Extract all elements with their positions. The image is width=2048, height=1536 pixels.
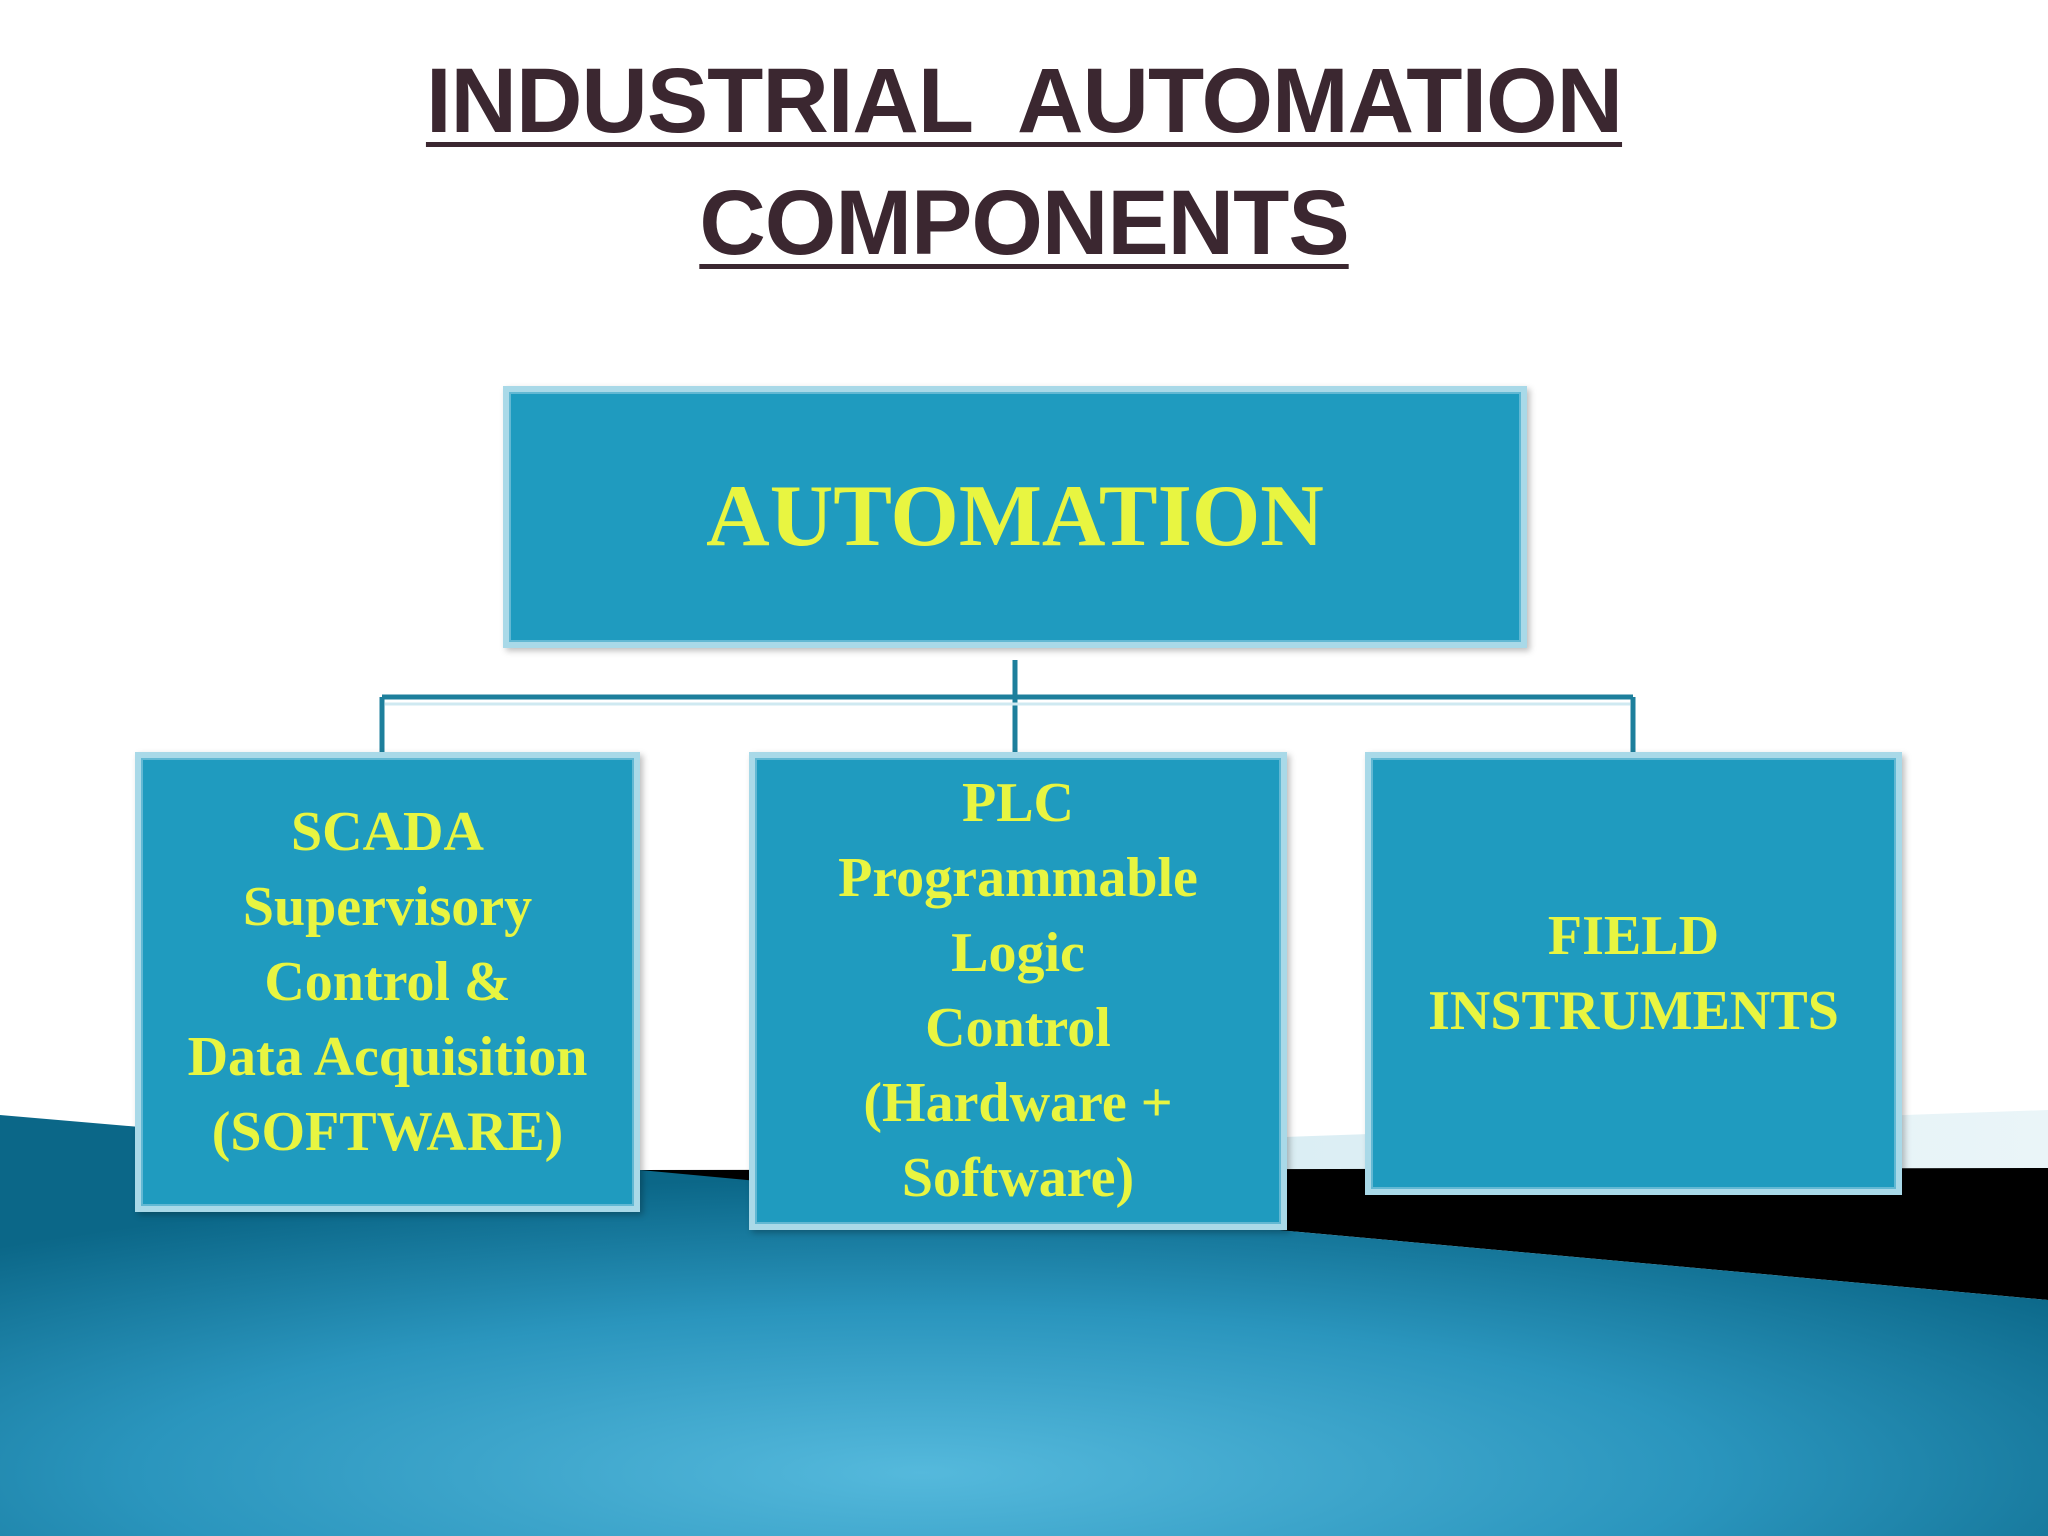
blue-wave [0, 1115, 2048, 1536]
field-instruments-box: FIELD INSTRUMENTS [1365, 752, 1902, 1195]
automation-box: AUTOMATION [503, 386, 1527, 648]
scada-box: SCADA Supervisory Control & Data Acquisi… [135, 752, 640, 1212]
scada-label: SCADA Supervisory Control & Data Acquisi… [187, 800, 588, 1163]
title-line-2: COMPONENTS [699, 172, 1349, 274]
field-instruments-label: FIELD INSTRUMENTS [1428, 904, 1839, 1042]
automation-label: AUTOMATION [706, 468, 1324, 565]
plc-label: PLC Programmable Logic Control (Hardware… [838, 772, 1198, 1209]
slide-title: INDUSTRIAL AUTOMATION COMPONENTS [0, 40, 2048, 284]
title-line-1: INDUSTRIAL AUTOMATION [425, 50, 1623, 152]
plc-box: PLC Programmable Logic Control (Hardware… [749, 752, 1287, 1230]
